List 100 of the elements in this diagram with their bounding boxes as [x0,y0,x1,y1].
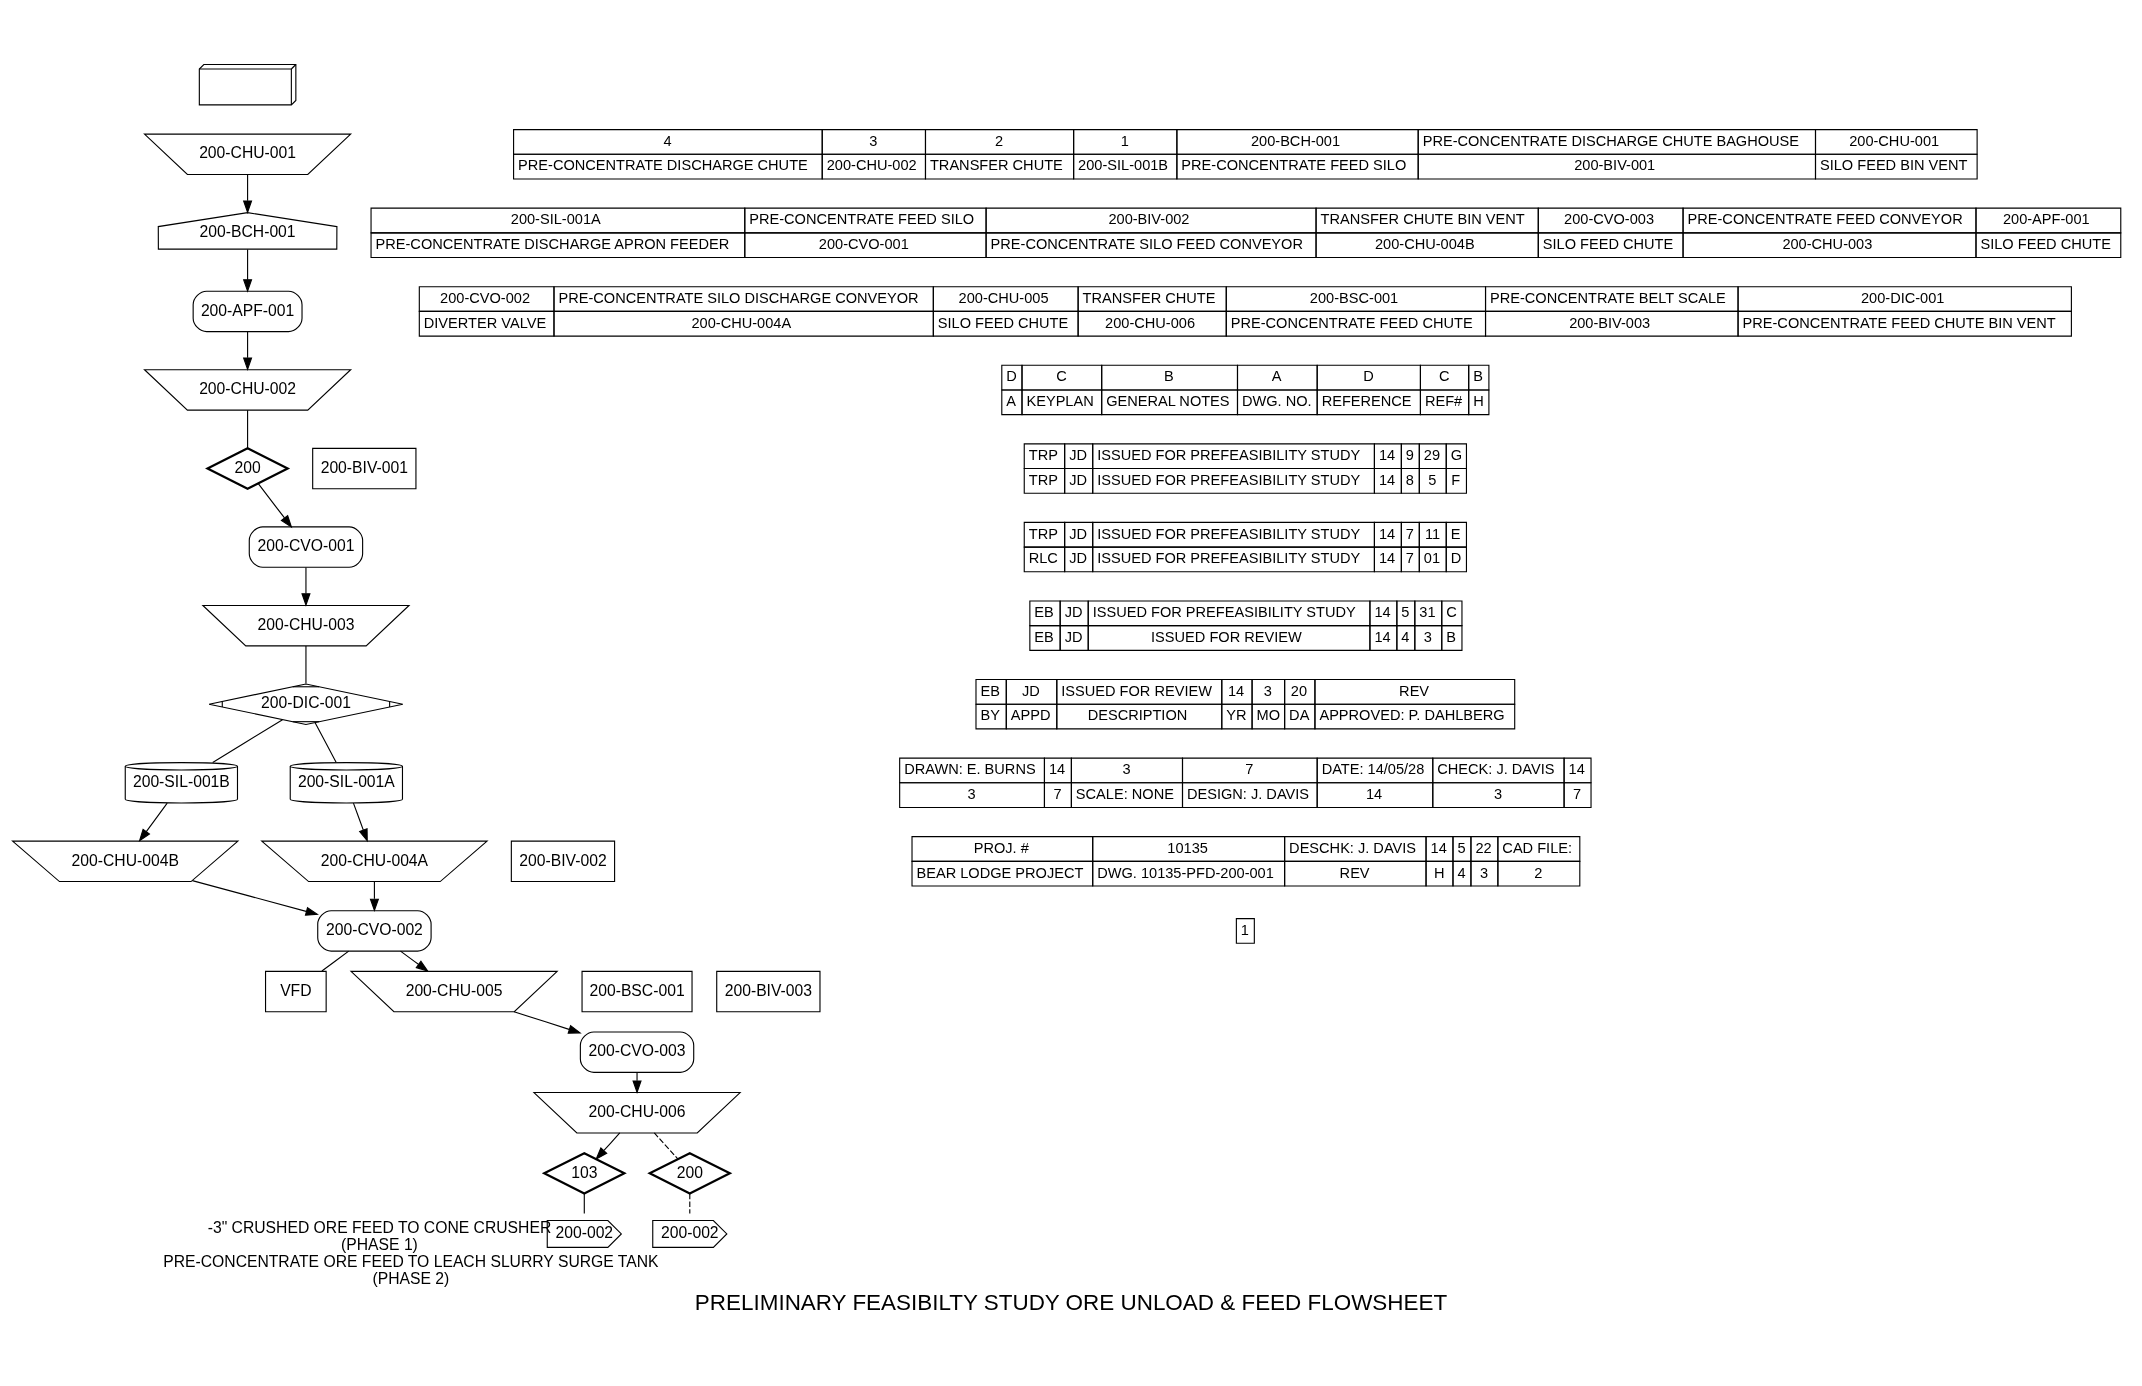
label: 8 [1405,471,1414,488]
label: PRE-CONCENTRATE DISCHARGE APRON FEEDER [375,236,730,252]
label: B [1473,368,1483,385]
label: 14 [1374,604,1391,621]
label: 5 [1401,604,1410,621]
label: E [1450,525,1461,542]
label: 3 [1423,628,1432,645]
label: 01 [1423,550,1441,567]
label: DESCHK: J. DAVIS [1289,839,1417,856]
label: TRP [1028,525,1058,542]
label: 7 [1405,550,1414,567]
label: PROJ. # [973,839,1029,856]
label: BY [980,707,1000,724]
label: 4 [663,132,672,149]
label: C [1446,604,1457,621]
node-label: (PHASE 2) [372,1269,450,1287]
label: 20 [1290,682,1308,699]
node-label: PRE-CONCENTRATE ORE FEED TO LEACH SLURRY SURGE TANK [163,1252,659,1270]
label: C [1056,368,1067,385]
label: 200-CHU-003 [1782,236,1873,252]
label: JD [1064,604,1083,621]
label: C [1438,368,1450,385]
label: 22 [1475,839,1492,856]
label: 14 [1430,839,1447,856]
label: 200-CHU-005 [958,289,1049,306]
label: BEAR LODGE PROJECT [916,864,1084,881]
label: 14 [1366,785,1383,802]
label: ISSUED FOR PREFEASIBILITY STUDY [1097,447,1361,463]
label: H [1433,864,1445,881]
label: 200-DIC-001 [1860,289,1945,306]
label: 5 [1457,839,1466,856]
label: SILO FEED BIN VENT [1819,157,1968,174]
label: 200-BIV-002 [1108,211,1190,228]
label: 200-BSC-001 [1309,289,1399,306]
label: 14 [1048,761,1066,778]
label: PRE-CONCENTRATE SILO DISCHARGE CONVEYOR [558,289,919,306]
label: 4 [1401,628,1410,645]
label: 200-APF-001 [2002,211,2090,228]
label: RLC [1028,550,1058,567]
diagram-title: PRELIMINARY FEASIBILTY STUDY ORE UNLOAD & FEED FLOWSHEET [694,1290,1448,1316]
label: PRE-CONCENTRATE FEED CONVEYOR [1687,211,1963,228]
label: 1 [1240,921,1249,938]
label: TRP [1028,447,1058,463]
label: PRE-CONCENTRATE FEED CHUTE BIN VENT [1742,314,2056,331]
label: MO [1256,707,1281,724]
label: REV [1339,864,1370,881]
label: 3 [1122,761,1131,778]
label: 200-BIV-001 [1574,157,1656,174]
label: EB [980,682,1000,699]
label: CAD FILE: [1502,839,1573,856]
label: EB [1034,628,1054,645]
label: DIVERTER VALVE [423,314,547,331]
label: DATE: 14/05/28 [1321,761,1425,778]
label: YR [1226,707,1247,724]
label: 7 [1405,525,1414,542]
label: 3 [1479,864,1489,881]
label: APPROVED: P. DAHLBERG [1319,707,1505,724]
label: GENERAL NOTES [1106,393,1230,410]
label: PRE-CONCENTRATE FEED CHUTE [1230,314,1473,331]
label: B [1163,368,1174,385]
label: JD [1069,525,1087,542]
label: JD [1069,447,1087,463]
label: 14 [1378,447,1396,463]
label: PRE-CONCENTRATE DISCHARGE CHUTE [518,157,808,174]
label: A [1271,368,1282,385]
label: D [1363,368,1374,385]
label: 14 [1568,761,1585,778]
label: SILO FEED CHUTE [1542,236,1674,252]
label: TRANSFER CHUTE [1082,289,1216,306]
label: 10135 [1167,839,1208,856]
label: 200-CHU-004A [691,314,792,331]
label: SILO FEED CHUTE [937,314,1069,331]
label: 200-CHU-006 [1105,314,1196,331]
label: 200-BCH-001 [1250,132,1341,149]
label: 200-SIL-001A [510,211,601,228]
label: 1 [1120,132,1129,149]
label: TRANSFER CHUTE [929,157,1063,174]
label: 3 [1263,682,1272,699]
label: DA [1289,707,1310,724]
label: 200-BIV-003 [1569,314,1651,331]
label: ISSUED FOR PREFEASIBILITY STUDY [1092,604,1356,621]
label: 3 [1493,785,1503,802]
label: 14 [1227,682,1245,699]
label: 2 [995,132,1004,149]
label: DESIGN: J. DAVIS [1186,785,1310,802]
label: 14 [1378,525,1396,542]
label: TRANSFER CHUTE BIN VENT [1320,211,1525,228]
label: 200-CHU-001 [1849,132,1940,149]
label: REFERENCE [1321,393,1412,410]
label: 14 [1374,628,1391,645]
label: DWG. 10135-PFD-200-001 [1097,864,1274,881]
label: PRE-CONCENTRATE BELT SCALE [1490,289,1726,306]
label: 31 [1419,604,1436,621]
label: 11 [1424,525,1441,542]
label: 200-CVO-002 [440,289,531,306]
label: 200-CHU-004B [1374,236,1475,252]
label: EB [1034,604,1054,621]
label: TRP [1028,471,1058,488]
label: 2 [1534,864,1543,881]
label: 4 [1457,864,1466,881]
